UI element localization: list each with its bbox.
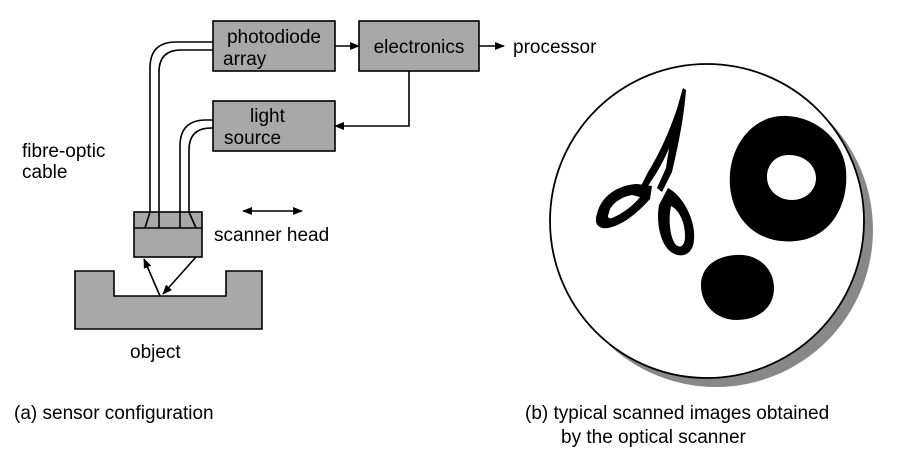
- sensor-configuration: photodiode array electronics processor l…: [14, 20, 597, 424]
- light-source-box: light source: [212, 100, 336, 152]
- light-rays: [143, 256, 197, 297]
- object-shape: [74, 270, 263, 330]
- scanner-head: [133, 211, 203, 258]
- arrow-electronics-to-light-source: [334, 71, 410, 130]
- ring-silhouette: [729, 115, 847, 242]
- processor-label: processor: [513, 37, 597, 58]
- light-source-label-line1: light: [250, 106, 286, 127]
- electronics-label: electronics: [374, 37, 465, 58]
- caption-a: (a) sensor configuration: [14, 403, 214, 424]
- scanned-images-panel: (b) typical scanned images obtained by t…: [525, 63, 873, 448]
- fibre-optic-label-line2: cable: [22, 162, 67, 183]
- fibre-optic-label-line1: fibre-optic: [22, 141, 105, 162]
- scanner-head-label: scanner head: [214, 225, 329, 246]
- photodiode-label-line1: photodiode: [227, 27, 321, 48]
- fibre-cable-to-photodiode: [149, 41, 213, 212]
- photodiode-label-line2: array: [223, 49, 267, 70]
- fibre-cable-to-light-source: [179, 119, 213, 212]
- caption-b-line1: (b) typical scanned images obtained: [525, 403, 829, 424]
- object-label: object: [130, 342, 181, 363]
- light-source-label-line2: source: [224, 128, 281, 149]
- scissors-silhouette: [595, 88, 695, 256]
- electronics-box: electronics: [358, 20, 480, 72]
- disc-blob-silhouette: [700, 254, 774, 320]
- caption-b-line2: by the optical scanner: [561, 427, 747, 448]
- photodiode-array-box: photodiode array: [212, 20, 336, 72]
